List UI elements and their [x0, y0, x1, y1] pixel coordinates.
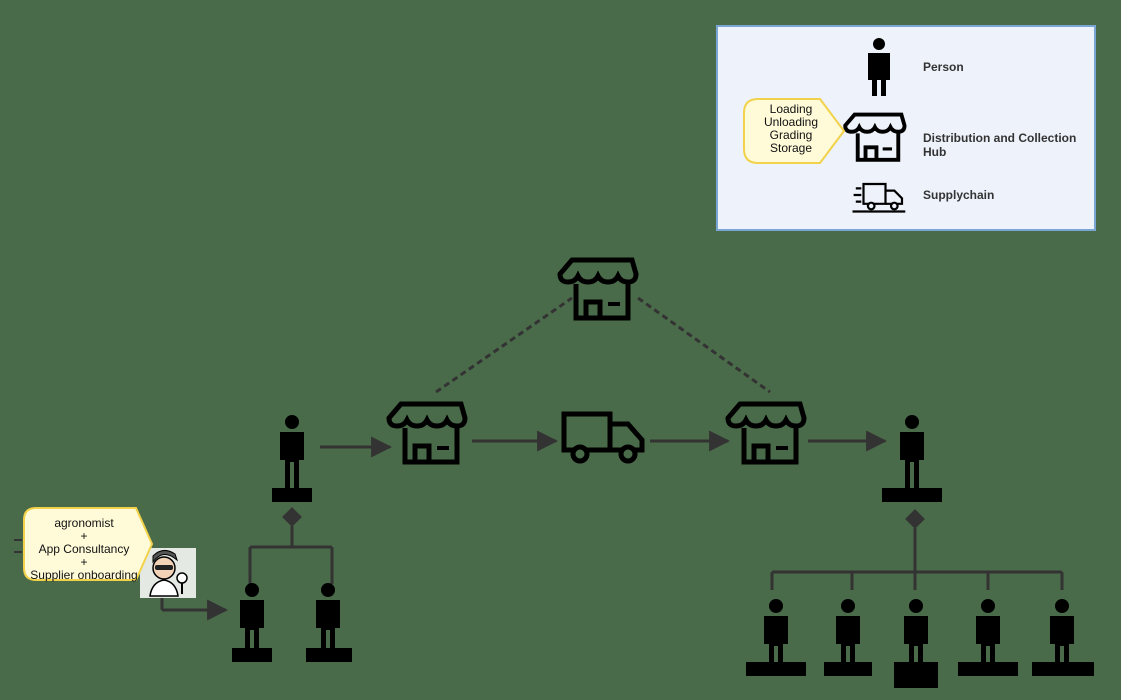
- person-right-parent: [882, 415, 942, 502]
- person-right-child-1: [746, 599, 806, 676]
- hub-right: [728, 404, 804, 462]
- truck-icon: [564, 414, 642, 461]
- legend-activities-bubble: [743, 98, 846, 164]
- person-left-child-1: [232, 583, 272, 662]
- connector-left-hub-to-top-hub: [435, 296, 573, 394]
- right-tree-diamond: [905, 509, 925, 529]
- person-right-child-5: [1032, 599, 1094, 676]
- connector-top-hub-to-right-hub: [637, 296, 771, 394]
- agronomist-note-line-3: App Consultancy: [38, 542, 130, 556]
- agronomist-note-line-2: +: [80, 529, 88, 543]
- hub-left: [389, 404, 465, 462]
- legend-supply-icon: [852, 182, 906, 213]
- legend-hub-label: Distribution and Collection Hub: [923, 131, 1077, 159]
- connectors: [160, 296, 1064, 621]
- agronomist-note: agronomist + App Consultancy + Supplier …: [28, 517, 140, 582]
- legend-person-icon: [868, 38, 890, 96]
- hub-top: [560, 260, 636, 318]
- left-tree-diamond: [282, 507, 302, 527]
- agronomist-note-line-5: Supplier onboarding: [30, 568, 138, 582]
- legend-hub-icon: [843, 112, 907, 162]
- legend-activities: Loading Unloading Grading Storage: [754, 103, 828, 155]
- legend-panel: Person Distribution and Collection Hub S…: [716, 25, 1096, 231]
- person-left-child-2: [306, 583, 352, 662]
- legend-icons: [743, 38, 907, 213]
- person-right-child-4: [958, 599, 1018, 676]
- person-right-child-3: [894, 599, 938, 688]
- legend-activity-unloading: Unloading: [763, 115, 819, 129]
- legend-person-label: Person: [923, 60, 964, 74]
- agronomist-avatar: [140, 548, 196, 598]
- person-left-parent: [272, 415, 312, 502]
- legend-activity-storage: Storage: [769, 141, 813, 155]
- legend-supply-label: Supplychain: [923, 188, 995, 202]
- agronomist-bubble-shape: [23, 507, 154, 581]
- agronomist-note-line-4: +: [80, 555, 88, 569]
- person-right-child-2: [824, 599, 872, 676]
- legend-activity-loading: Loading: [769, 102, 813, 116]
- legend-activity-grading: Grading: [769, 128, 813, 142]
- agronomist-note-line-1: agronomist: [54, 516, 114, 530]
